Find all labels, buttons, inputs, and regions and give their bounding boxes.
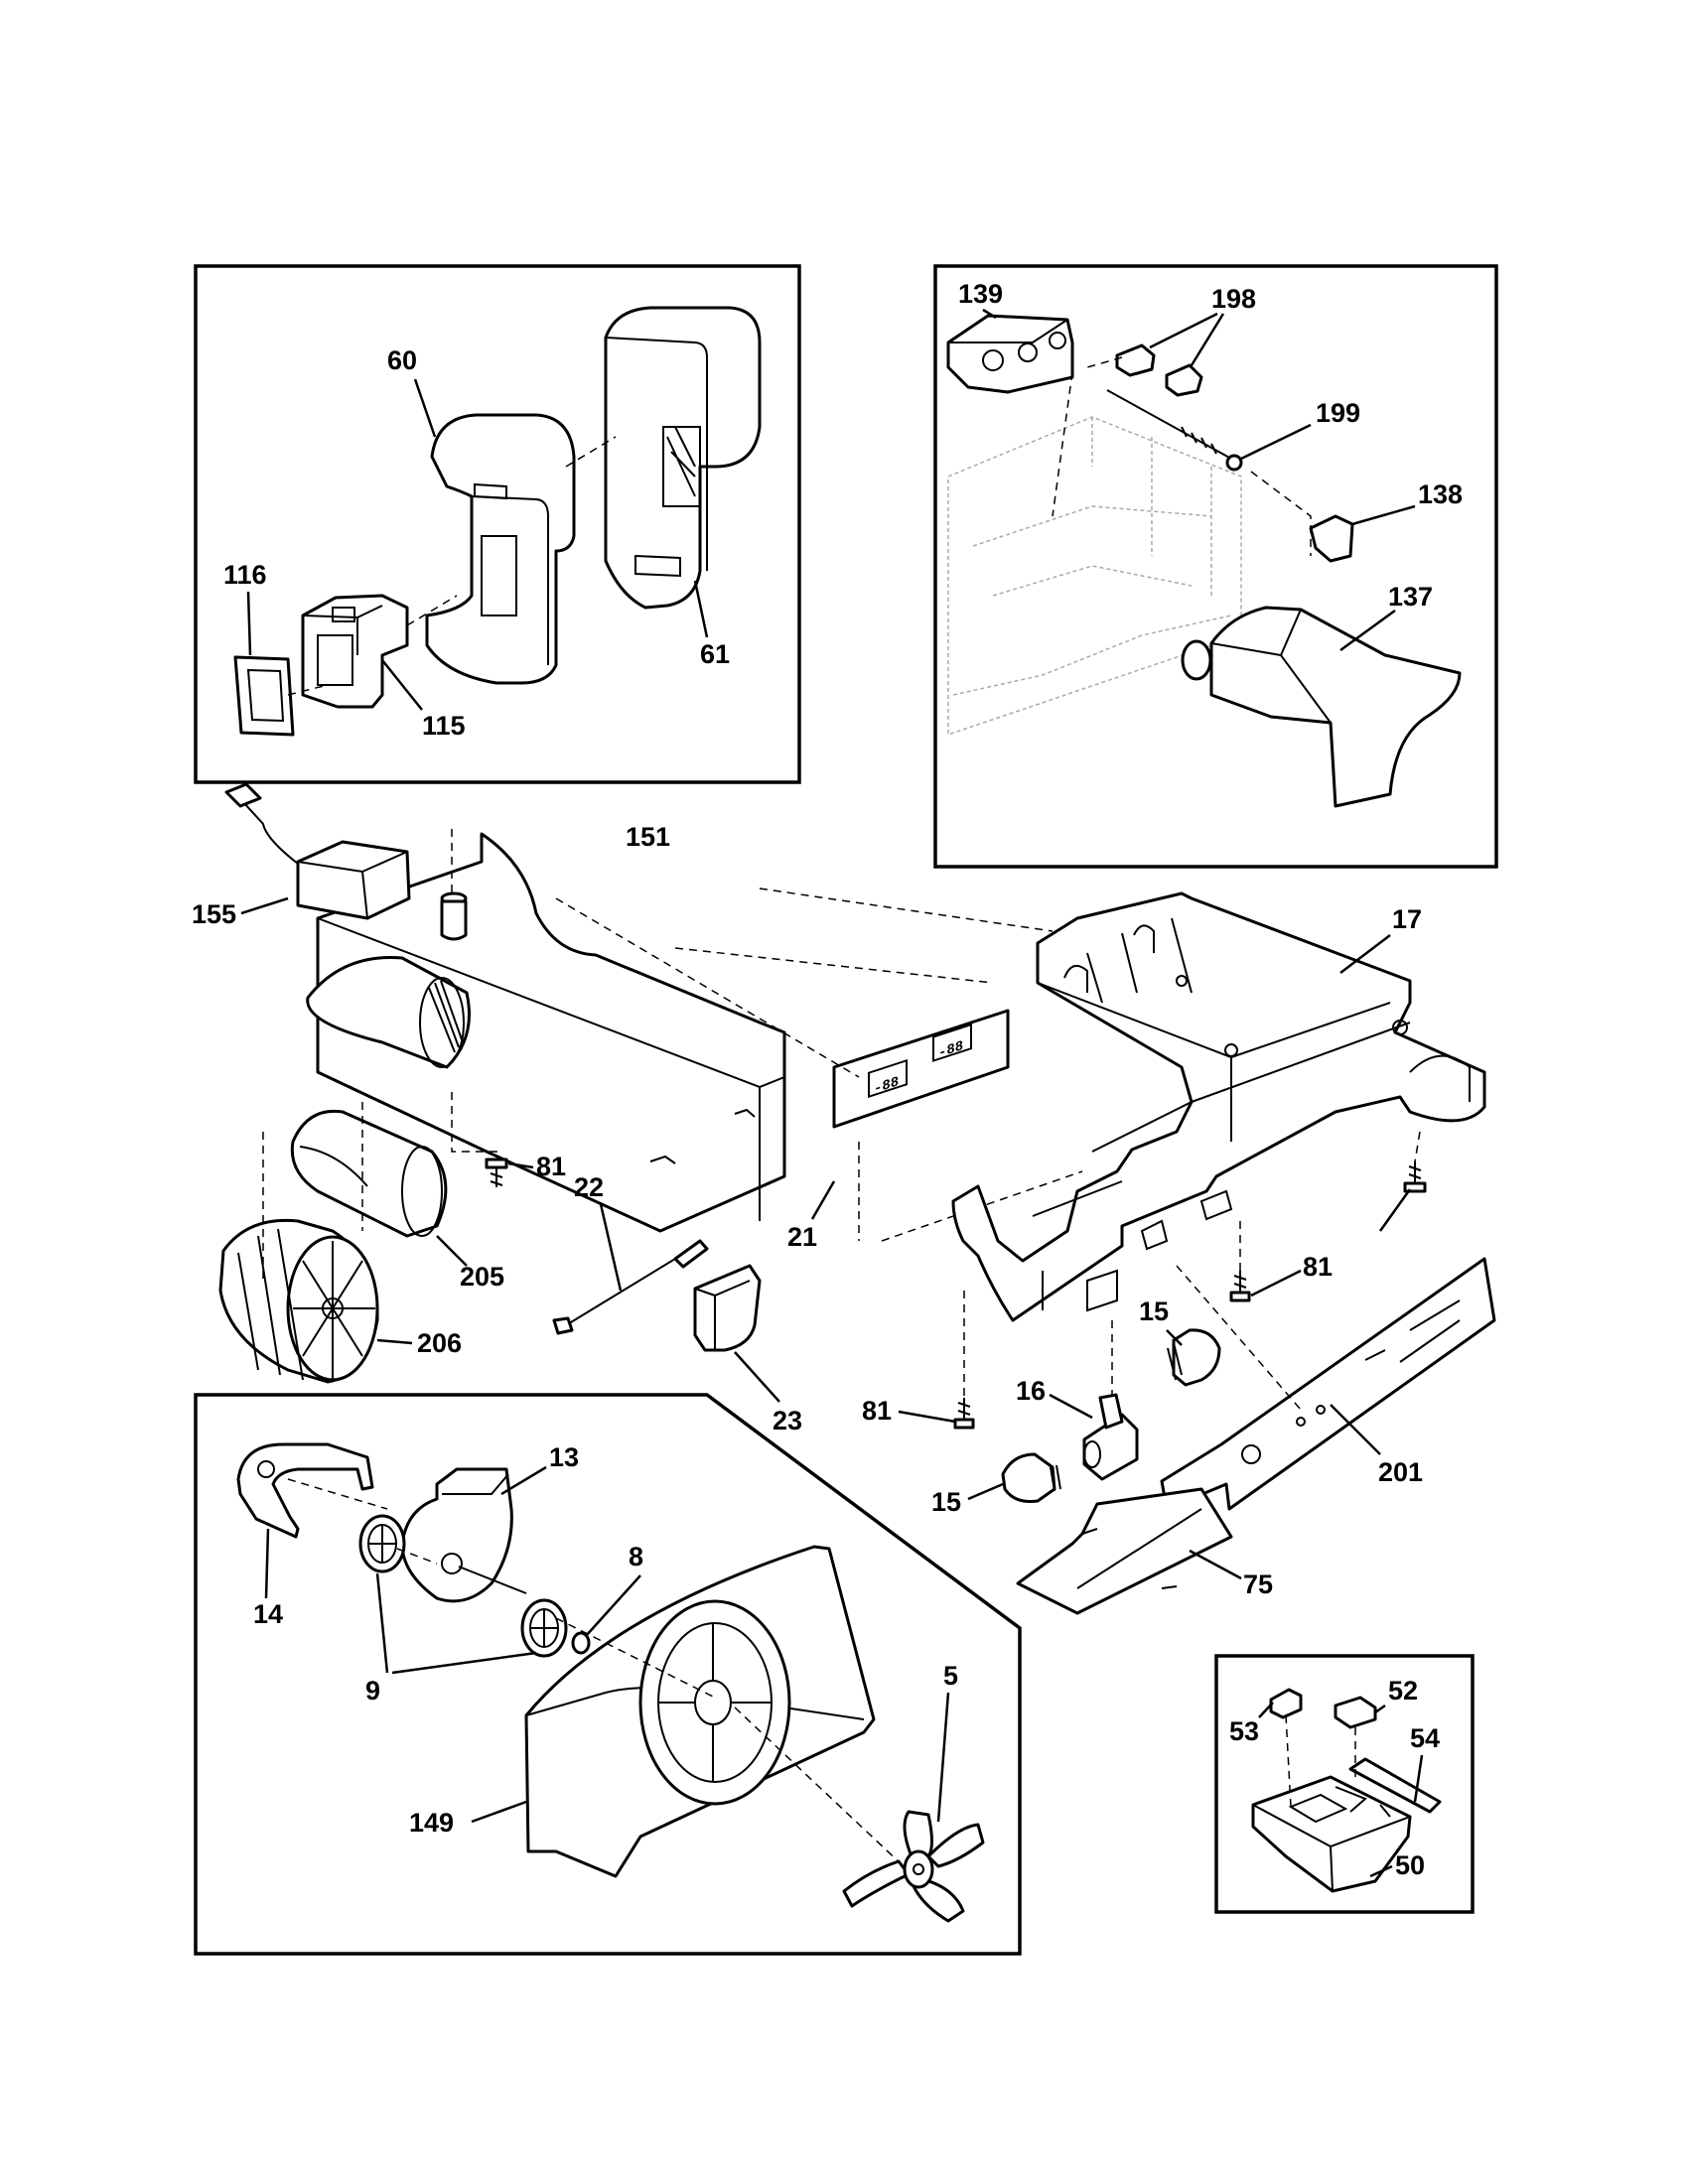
- inset-frame-bottom-left: [194, 1393, 1022, 1956]
- label-151: 151: [626, 822, 670, 852]
- part-21-display-board: -88 -88: [832, 1009, 1010, 1129]
- label-60: 60: [387, 345, 417, 375]
- label-81-left: 81: [536, 1152, 566, 1181]
- part-205-reflector: [290, 1109, 448, 1238]
- part-75-drip-tray: [1016, 1487, 1233, 1615]
- part-53-clip: [1269, 1688, 1303, 1719]
- part-54-strip: [1348, 1757, 1442, 1814]
- part-205-tube-shield: [306, 956, 471, 1069]
- inset-frame-top-right: [933, 264, 1498, 869]
- assembly-line-bottom-left: [287, 1478, 905, 1867]
- part-9-pulley-left: [358, 1514, 406, 1573]
- label-17: 17: [1392, 904, 1422, 934]
- part-22-thermistor-wire: [552, 1239, 709, 1335]
- part-116-gasket: [233, 655, 295, 737]
- label-201: 201: [1378, 1457, 1423, 1487]
- assembly-line-bottom-right: [1285, 1714, 1356, 1808]
- assembly-line-top-left: [287, 436, 617, 696]
- label-198: 198: [1211, 284, 1256, 314]
- part-137-chute: [1181, 606, 1462, 808]
- label-81-bottom: 81: [862, 1396, 892, 1426]
- label-155: 155: [192, 899, 236, 929]
- label-15-lower: 15: [931, 1487, 961, 1517]
- label-23: 23: [773, 1406, 802, 1435]
- part-199-spring-rod: [1106, 389, 1243, 472]
- part-17-dispenser-housing: [951, 891, 1486, 1322]
- label-5: 5: [943, 1661, 958, 1691]
- part-8-washer: [571, 1631, 591, 1655]
- label-199: 199: [1316, 398, 1360, 428]
- label-149: 149: [409, 1808, 454, 1838]
- label-13: 13: [549, 1442, 579, 1472]
- part-61-housing: [604, 306, 762, 610]
- part-5-fan-blade: [842, 1810, 985, 1923]
- label-16: 16: [1016, 1376, 1046, 1406]
- inset-frame-top-left: [194, 264, 801, 784]
- assembly-line-middle-left: [262, 829, 497, 1281]
- label-61: 61: [700, 639, 730, 669]
- assembly-line-middle: [555, 887, 1083, 1242]
- part-198-clips: [1115, 343, 1203, 397]
- label-115: 115: [422, 711, 466, 741]
- part-149-fan-shroud: [524, 1545, 876, 1878]
- part-14-bracket: [236, 1442, 374, 1539]
- part-201-overlay: [1160, 1257, 1496, 1511]
- assembly-line-right: [963, 1131, 1421, 1411]
- part-23-cap: [693, 1264, 762, 1352]
- part-206-cylindrical-filter: [218, 1218, 379, 1384]
- label-54: 54: [1410, 1723, 1440, 1753]
- part-81-screw-left: [485, 1158, 508, 1187]
- label-137: 137: [1388, 582, 1433, 612]
- label-15-upper: 15: [1139, 1297, 1169, 1326]
- label-205: 205: [460, 1262, 504, 1292]
- part-52-clip: [1334, 1696, 1377, 1729]
- assembly-line-top-right: [1052, 356, 1312, 556]
- label-75: 75: [1243, 1570, 1273, 1599]
- part-115-actuator: [301, 594, 409, 709]
- part-15-bulb-upper: [1167, 1328, 1221, 1387]
- label-22: 22: [574, 1172, 604, 1202]
- label-50: 50: [1395, 1850, 1425, 1880]
- part-81-screw-bottom: [953, 1398, 975, 1430]
- part-138-bracket: [1309, 514, 1354, 563]
- part-15-bulb-lower: [1001, 1452, 1061, 1503]
- part-81-screw-right-upper: [1403, 1161, 1427, 1193]
- part-60-housing: [425, 413, 576, 685]
- label-81-right: 81: [1303, 1252, 1333, 1282]
- part-139-switch-block: [946, 314, 1074, 394]
- part-81-screw-right-lower: [1229, 1271, 1251, 1302]
- label-9: 9: [365, 1676, 380, 1706]
- label-8: 8: [629, 1542, 643, 1571]
- label-138: 138: [1418, 479, 1463, 509]
- part-9-pulley-right: [520, 1598, 568, 1658]
- part-16-socket: [1082, 1393, 1139, 1481]
- label-139: 139: [958, 279, 1003, 309]
- part-50-tray: [1251, 1775, 1412, 1893]
- ghost-dispenser-outline: [947, 416, 1242, 737]
- label-206: 206: [417, 1328, 462, 1358]
- label-53: 53: [1229, 1716, 1259, 1746]
- inset-frame-bottom-right: [1214, 1654, 1475, 1914]
- part-151-heater-panel: [316, 832, 786, 1233]
- label-52: 52: [1388, 1676, 1418, 1706]
- label-116: 116: [223, 560, 267, 590]
- label-21: 21: [787, 1222, 817, 1252]
- part-13-motor: [400, 1467, 527, 1603]
- label-14: 14: [253, 1599, 283, 1629]
- part-155-control-box: [224, 782, 411, 920]
